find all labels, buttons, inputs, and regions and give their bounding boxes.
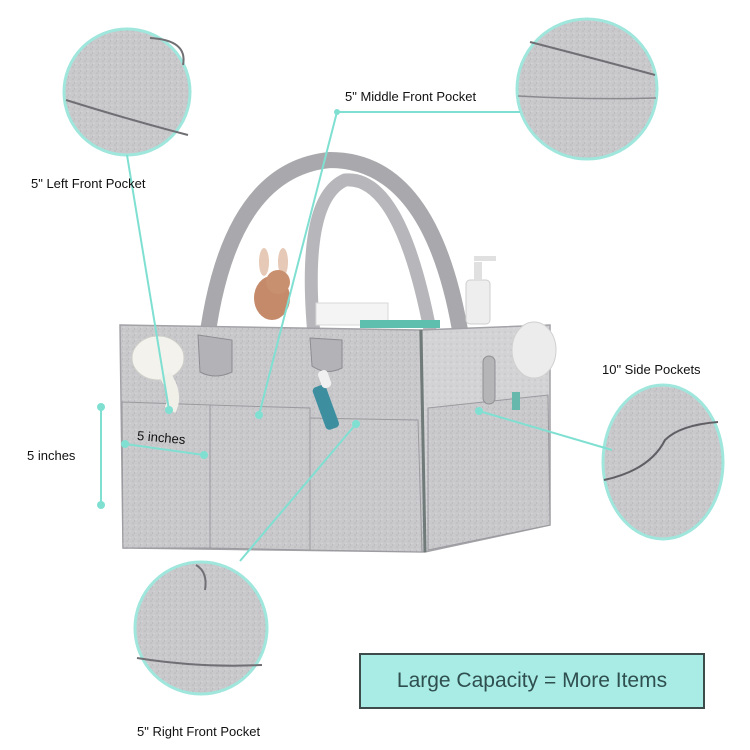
label-left-front-pocket: 5" Left Front Pocket xyxy=(31,176,146,191)
callout-dots xyxy=(97,109,483,509)
label-side-pockets: 10" Side Pockets xyxy=(602,362,701,377)
pocket-items xyxy=(131,321,557,430)
zoom-circle-side-pockets xyxy=(601,383,725,541)
capacity-banner: Large Capacity = More Items xyxy=(359,653,705,709)
label-height-dimension: 5 inches xyxy=(27,448,76,463)
bag-body xyxy=(119,324,551,553)
callout-lines xyxy=(100,111,613,562)
zoom-circle-left-front-pocket xyxy=(62,27,192,157)
capacity-banner-text: Large Capacity = More Items xyxy=(396,669,668,692)
zoom-circle-middle-front-pocket xyxy=(515,17,659,161)
zoom-circle-right-front-pocket xyxy=(133,560,269,696)
label-middle-front-pocket: 5" Middle Front Pocket xyxy=(345,89,477,104)
label-right-front-pocket: 5" Right Front Pocket xyxy=(137,724,261,739)
bag-contents xyxy=(254,248,496,328)
bag-handles xyxy=(197,151,468,363)
